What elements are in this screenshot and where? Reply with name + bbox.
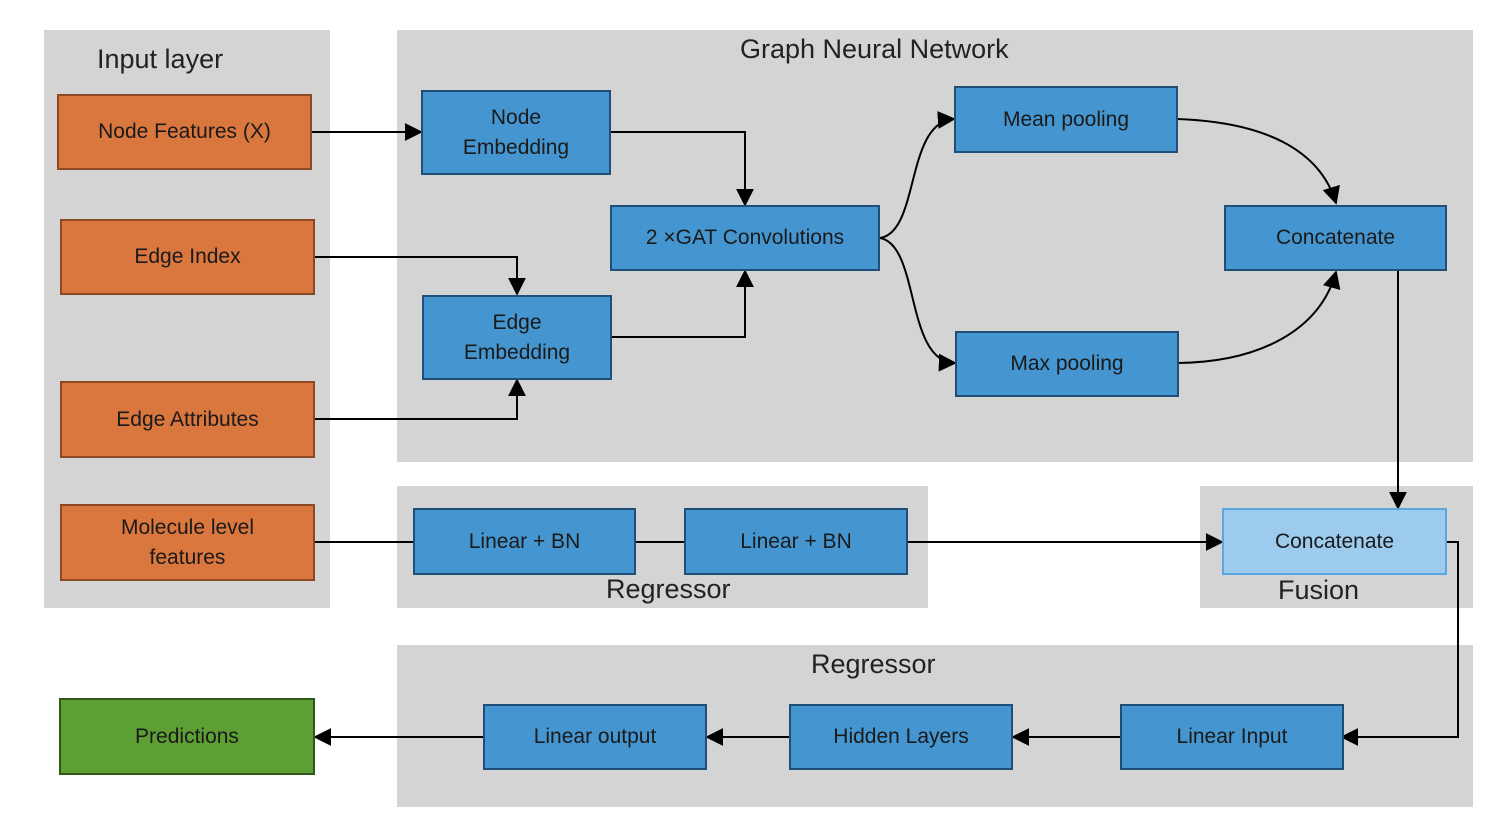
arrow-edge-embedding-to-gat xyxy=(611,269,754,338)
linear-output-box: Linear output xyxy=(483,704,707,770)
predictions-box: Predictions xyxy=(59,698,315,775)
fusion-title: Fusion xyxy=(1278,575,1360,605)
linear-bn-box-1: Linear + BN xyxy=(413,508,636,575)
arrow-fusion-to-linear-input xyxy=(1340,541,1459,746)
edge-index-box: Edge Index xyxy=(60,219,315,295)
max-pooling-box: Max pooling xyxy=(955,331,1179,397)
linear-input-box: Linear Input xyxy=(1120,704,1344,770)
node-embedding-box: Node Embedding xyxy=(421,90,611,175)
gnn-title: Graph Neural Network xyxy=(740,34,1009,64)
edge-attributes-box: Edge Attributes xyxy=(60,381,315,458)
arrow-mean-pooling-to-concatenate xyxy=(1176,118,1340,205)
hidden-layers-box: Hidden Layers xyxy=(789,704,1013,770)
bottom-regressor-title: Regressor xyxy=(811,649,936,679)
arrow-gat-to-max-pooling xyxy=(879,237,957,372)
mol-regressor-title: Regressor xyxy=(606,574,731,604)
edge-embedding-box: Edge Embedding xyxy=(422,295,612,380)
arrow-edge-index-to-edge-embedding xyxy=(315,256,526,296)
mean-pooling-box: Mean pooling xyxy=(954,86,1178,153)
node-features-box: Node Features (X) xyxy=(57,94,312,170)
gat-convolutions-box: 2 ×GAT Convolutions xyxy=(610,205,880,271)
molecule-features-box: Molecule level features xyxy=(60,504,315,581)
arrow-edge-attributes-to-edge-embedding xyxy=(315,378,526,420)
linear-bn-box-2: Linear + BN xyxy=(684,508,908,575)
input-layer-title: Input layer xyxy=(97,44,224,74)
fusion-concatenate-box: Concatenate xyxy=(1222,508,1447,575)
arrow-max-pooling-to-concatenate xyxy=(1177,270,1341,364)
gnn-concatenate-box: Concatenate xyxy=(1224,205,1447,271)
arrow-gat-to-mean-pooling xyxy=(879,111,956,239)
arrow-node-embedding-to-gat xyxy=(611,131,754,207)
